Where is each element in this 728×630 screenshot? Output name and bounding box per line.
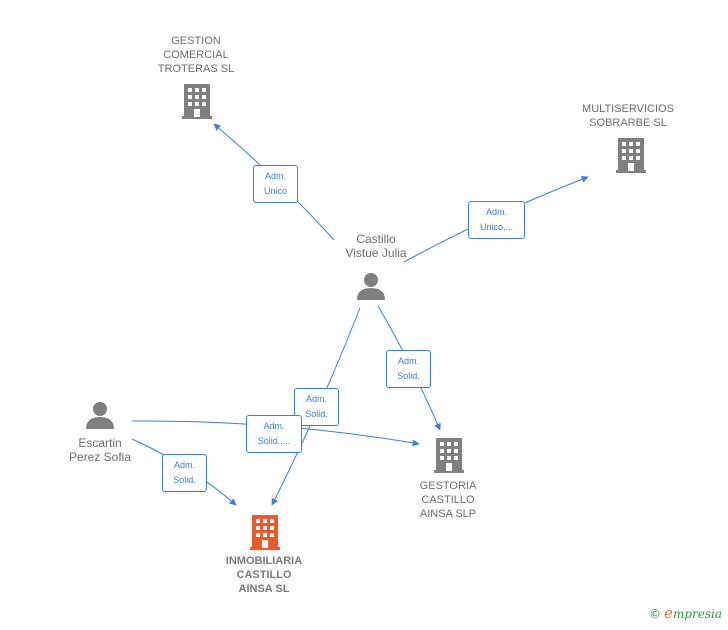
- brand-initial: e: [664, 604, 673, 622]
- building-icon[interactable]: [182, 84, 212, 119]
- person-icon[interactable]: [357, 273, 385, 300]
- company-label-inmobiliaria[interactable]: INMOBILIARIA CASTILLO AINSA SL: [225, 555, 303, 595]
- building-icon[interactable]: [250, 515, 280, 550]
- company-label-gestoria[interactable]: GESTORIA CASTILLO AINSA SLP: [419, 480, 477, 520]
- edge-label-escartin-inmobiliaria[interactable]: Adm. Solid.: [162, 454, 207, 492]
- copyright-symbol: ©: [649, 607, 662, 621]
- building-icon[interactable]: [616, 138, 646, 173]
- person-label-escartin[interactable]: Escartin Perez Sofia: [68, 436, 132, 464]
- person-icon[interactable]: [86, 402, 114, 429]
- edge-label-castillo-gestoria[interactable]: Adm. Solid.: [386, 350, 431, 388]
- edge-label-castillo-multiservicios[interactable]: Adm. Unico,...: [468, 201, 525, 239]
- person-label-castillo[interactable]: Castillo Vistue Julia: [345, 232, 407, 260]
- edge-label-escartin-gestoria[interactable]: Adm. Solid.,...: [246, 415, 302, 453]
- company-label-multiservicios[interactable]: MULTISERVICIOS SOBRARBE SL: [582, 103, 674, 129]
- building-icon[interactable]: [434, 438, 464, 473]
- edge-label-castillo-gestion[interactable]: Adm. Unico: [253, 165, 298, 203]
- brand-name: mpresia: [672, 607, 722, 621]
- company-label-gestion[interactable]: GESTION COMERCIAL TROTERAS SL: [157, 35, 235, 75]
- brand-logo: ©empresia: [649, 604, 722, 622]
